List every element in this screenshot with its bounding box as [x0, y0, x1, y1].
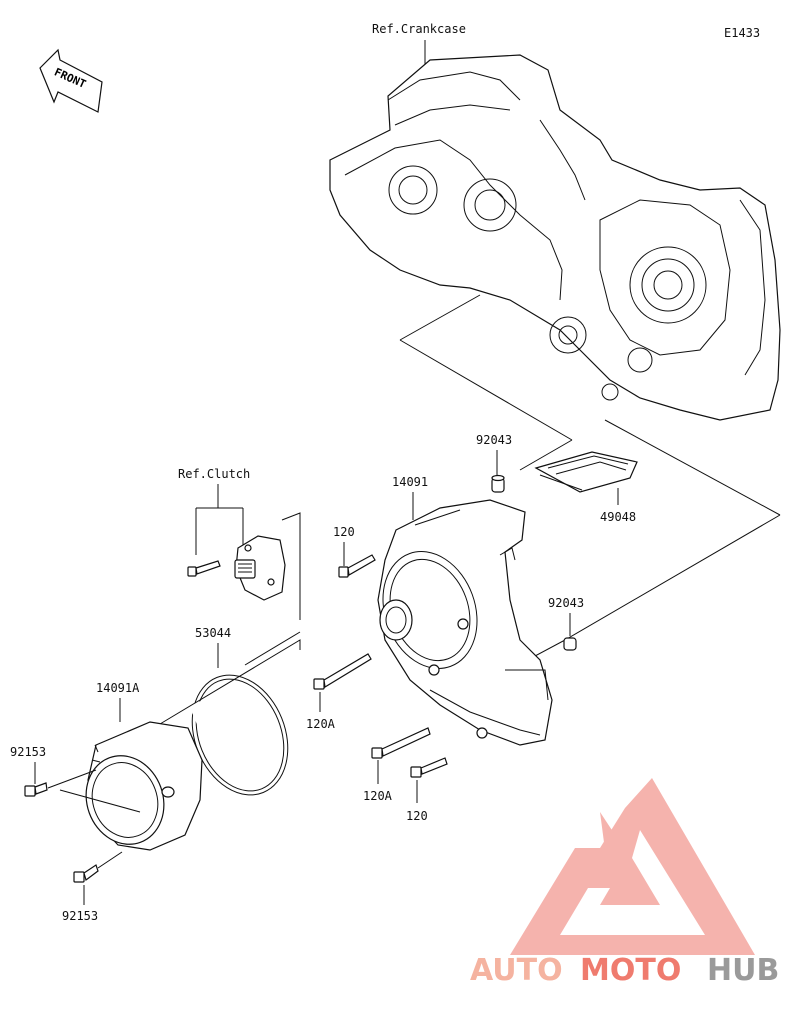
- chain-guide-49048: [534, 451, 638, 493]
- bolt-120-top: [338, 554, 376, 578]
- bolt-clutch: [187, 560, 221, 577]
- ref-clutch-label: Ref.Clutch: [178, 467, 250, 481]
- label-120a-mid: 120A: [306, 717, 336, 731]
- front-arrow-icon: FRONT: [39, 48, 103, 113]
- label-14091a: 14091A: [96, 681, 140, 695]
- watermark-text: AUTO MOTO HUB: [470, 953, 779, 988]
- label-120a-low: 120A: [363, 789, 393, 803]
- outer-cover-14091a: [85, 721, 203, 851]
- watermark-auto: AUTO: [470, 953, 563, 988]
- watermark-moto: MOTO: [580, 953, 681, 988]
- label-92153-bottom: 92153: [62, 909, 98, 923]
- label-120-top: 120: [333, 525, 355, 539]
- label-120-low: 120: [406, 809, 428, 823]
- dowel-pin-92043-top: [491, 474, 505, 493]
- bolt-120-low: [410, 757, 448, 778]
- label-92043-right: 92043: [548, 596, 584, 610]
- bolt-120a-low: [371, 727, 431, 759]
- bolt-92153-bottom: [73, 864, 99, 883]
- dowel-pin-92043-right: [563, 637, 577, 651]
- clutch-release-mechanism: [234, 535, 286, 601]
- ref-crankcase-label: Ref.Crankcase: [372, 22, 466, 36]
- crankcase-assembly: [329, 54, 781, 421]
- cover-14091: [377, 499, 553, 746]
- label-53044: 53044: [195, 626, 231, 640]
- watermark-logo-icon: [510, 778, 755, 955]
- bolt-92153-top: [24, 782, 48, 797]
- label-92043-top: 92043: [476, 433, 512, 447]
- diagram-code: E1433: [724, 26, 760, 40]
- label-14091: 14091: [392, 475, 428, 489]
- label-49048: 49048: [600, 510, 636, 524]
- watermark-hub: HUB: [707, 953, 779, 988]
- bolt-120a-mid: [313, 653, 372, 690]
- label-92153-top: 92153: [10, 745, 46, 759]
